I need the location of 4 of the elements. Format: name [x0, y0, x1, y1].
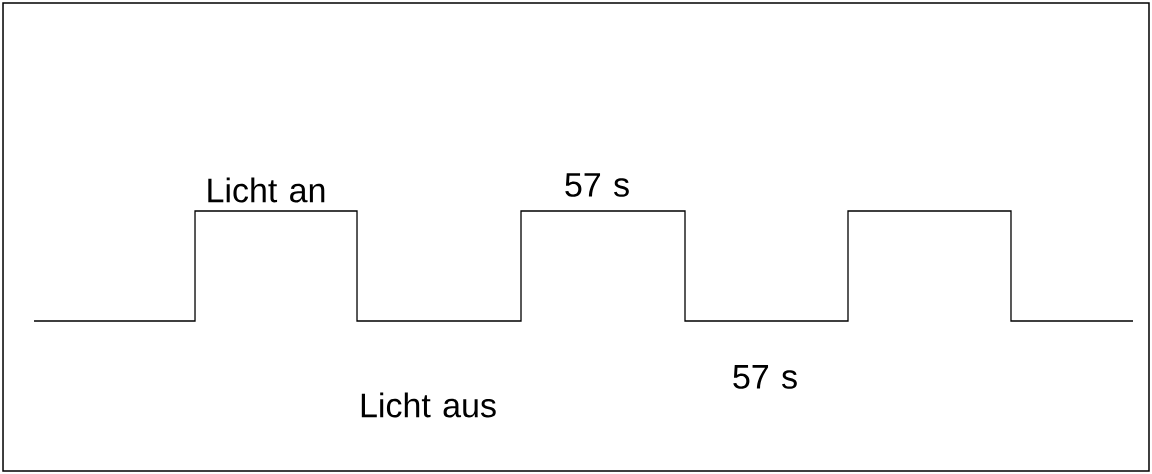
signal-label: Licht an	[208, 177, 325, 203]
signal-label: 57 s	[733, 365, 797, 389]
signal-label: Licht aus	[361, 392, 496, 418]
signal-label: 57 s	[565, 173, 629, 197]
